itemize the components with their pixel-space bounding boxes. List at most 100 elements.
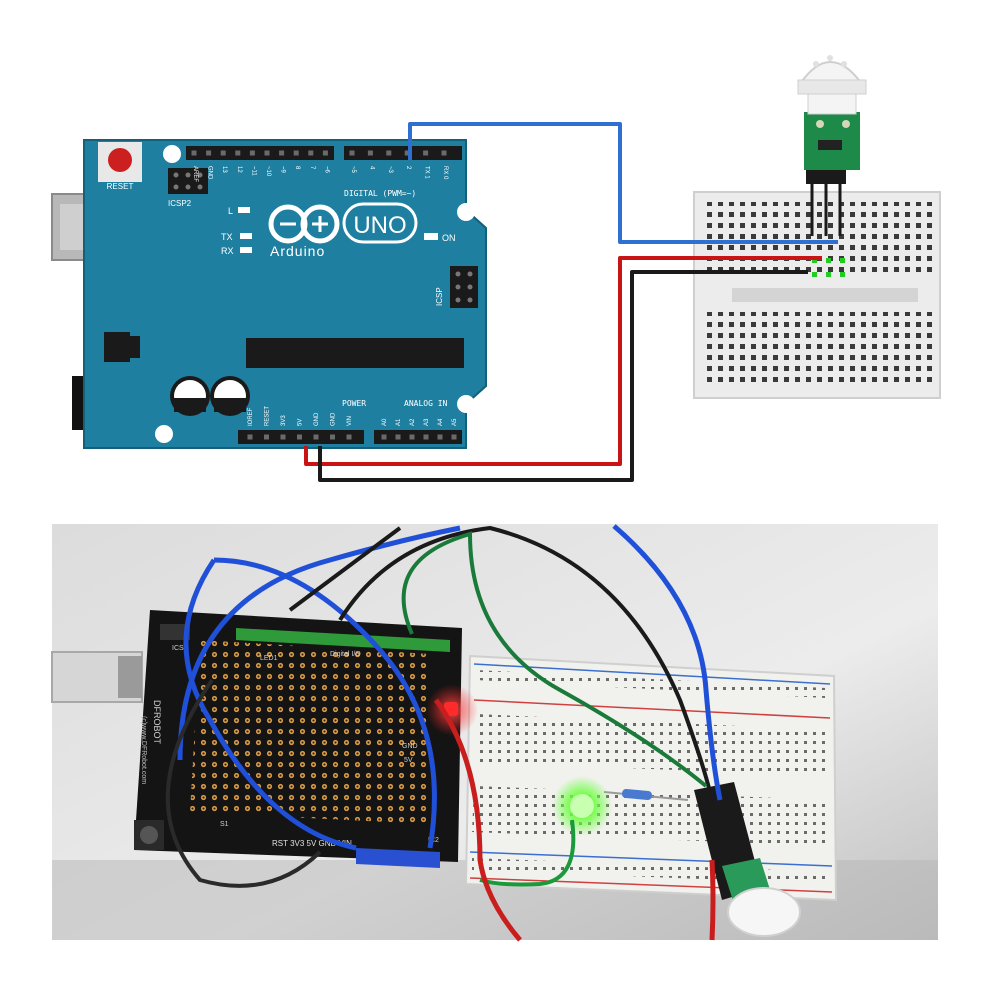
photo-wire-blue (183, 558, 357, 851)
header-pin (264, 150, 270, 156)
shield-icsp: ICSP (172, 645, 189, 652)
voltage-regulator (104, 332, 130, 362)
top-pin-label: RX 0 (442, 166, 448, 180)
top-pin-label: 13 (221, 166, 227, 173)
top-pin-label: ~5 (350, 166, 356, 174)
power-pin-label: GND (314, 412, 320, 426)
resistor (603, 789, 689, 801)
analog-pin-label: A1 (396, 418, 402, 426)
power-pin-label: GND (331, 412, 337, 426)
reset-button (98, 142, 142, 182)
analog-pin-label: A0 (382, 418, 388, 426)
header-pin (437, 434, 443, 440)
top-pin-label: GND (207, 166, 213, 180)
header-pin (220, 150, 226, 156)
arduino-uno-board (83, 139, 487, 449)
header-pin (249, 150, 255, 156)
analog-pin-label: A5 (452, 418, 458, 426)
power-pin-label: VIN (347, 416, 353, 426)
header-pin (381, 434, 387, 440)
photo-wire-red (709, 859, 716, 941)
top-pin-label: 8 (294, 166, 300, 170)
header-pin (297, 434, 302, 440)
header-pin (386, 150, 392, 156)
header-pin (235, 150, 241, 156)
header-pin (409, 434, 415, 440)
icsp2-label: ICSP2 (168, 199, 192, 208)
photo-wire-black (165, 678, 322, 888)
l-label: L (228, 206, 233, 216)
header-pin (404, 150, 410, 156)
photo-wire-blue (213, 557, 437, 849)
photo-wire-green (401, 531, 708, 788)
icsp2-header (168, 168, 208, 194)
photo-wire-black (338, 525, 712, 793)
vcc-wire (304, 256, 822, 466)
header-pin (191, 150, 197, 156)
header-pin (451, 434, 457, 440)
analog-pin-label: A2 (410, 418, 416, 426)
top-pin-label: ~11 (250, 166, 256, 176)
power-pin-label: IOREF (248, 407, 254, 426)
photo-pir-sensor (694, 782, 801, 937)
top-pin-label: AREF (192, 166, 198, 182)
icsp-label: ICSP (435, 287, 444, 306)
power-pin-label: RESET (265, 406, 271, 426)
photo-wire-green (479, 819, 576, 887)
header-pin (279, 150, 285, 156)
header-pin (346, 434, 352, 440)
brand-model: UNO (353, 212, 406, 239)
digital-label: DIGITAL (PWM=~) (344, 189, 416, 198)
header-pin (264, 434, 269, 440)
header-pin (322, 150, 328, 156)
header-pin (206, 150, 212, 156)
arduino-logo (268, 202, 418, 244)
signal-wire (408, 122, 838, 244)
photo-wire-red (433, 698, 522, 942)
header-pin (423, 150, 429, 156)
header-pin (441, 150, 447, 156)
gnd-wire (318, 270, 808, 482)
icsp-header (450, 266, 478, 308)
shield-digital: Digital I/O (330, 651, 361, 658)
header-pin (367, 150, 373, 156)
photo-wire-blue (177, 525, 461, 761)
header-pin (349, 150, 355, 156)
shield-gnd: GND (402, 743, 418, 750)
header-pin (395, 434, 401, 440)
photo-breadboard (464, 654, 838, 902)
top-pin-label: TX 1 (424, 166, 430, 179)
analog-pin-label: A4 (438, 418, 444, 426)
header-pin (293, 150, 299, 156)
photo-wire-blue (612, 524, 723, 801)
header-pin (423, 434, 429, 440)
power-pin-label: 5V (298, 419, 304, 426)
top-pin-label: 4 (368, 166, 374, 170)
top-pin-label: ~10 (265, 166, 271, 177)
power-pin-label: 3V3 (281, 415, 287, 426)
shield-s1: S1 (220, 821, 229, 828)
photo-wire-black (288, 526, 402, 612)
top-pin-label: 2 (405, 166, 411, 170)
digital-header-right (344, 146, 462, 160)
header-pin (247, 434, 253, 440)
header-pin (313, 434, 319, 440)
pir-sensor (797, 55, 867, 236)
on-label: ON (442, 233, 456, 243)
header-pin (308, 150, 314, 156)
header-pin (280, 434, 286, 440)
top-pin-label: 7 (309, 166, 315, 170)
top-pin-label: ~6 (323, 166, 329, 174)
shield-brand: DFROBOT (152, 700, 162, 745)
header-pin (330, 434, 335, 440)
breadboard (693, 191, 941, 399)
rx-label: RX (221, 246, 234, 256)
tx-label: TX (221, 232, 233, 242)
top-pin-label: ~3 (387, 166, 393, 174)
shield-5v: 5V (404, 757, 413, 764)
circuit-photo: DFROBOT (c)www.DFRobot.com ICSP LED1 Dig… (51, 524, 938, 942)
top-pin-label: 12 (236, 166, 242, 173)
capacitor (210, 376, 250, 416)
